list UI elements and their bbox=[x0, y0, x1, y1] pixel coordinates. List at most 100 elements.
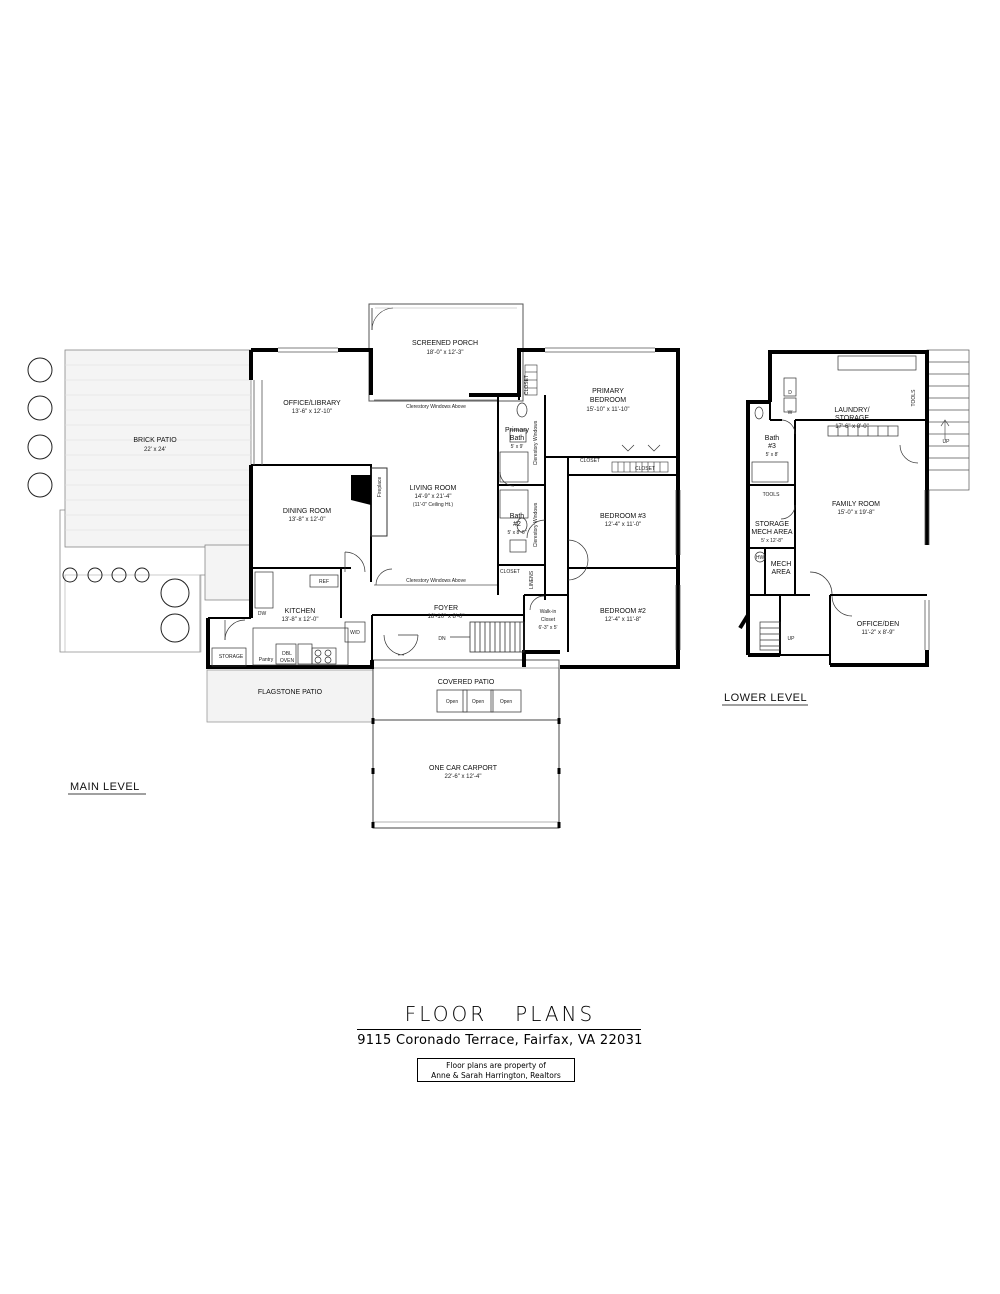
linens-label: LINENS bbox=[529, 570, 535, 589]
primary-bedroom-label-1: PRIMARY bbox=[592, 388, 624, 395]
dbl-oven-label-1: DBL bbox=[282, 651, 292, 657]
brick-patio-label: BRICK PATIO bbox=[133, 437, 177, 444]
living-room-note: (11'-0" Ceiling Ht.) bbox=[413, 502, 453, 508]
bedroom2-dim: 12'-4" x 11'-8" bbox=[605, 617, 641, 623]
foyer-dim: 18'-10" x 8'-0" bbox=[428, 614, 465, 620]
clerestory-bottom-label: Clerestory Windows Above bbox=[406, 578, 466, 584]
tools-side-label: TOOLS bbox=[911, 389, 917, 407]
credit-line-1: Floor plans are property of bbox=[446, 1061, 546, 1070]
closet-d-label: CLOSET bbox=[500, 569, 520, 575]
lower-up-label: UP bbox=[788, 636, 796, 642]
office-library-dim: 13'-6" x 12'-10" bbox=[292, 409, 332, 415]
bath2-label-2: #2 bbox=[513, 521, 521, 528]
floor-plans-title: FLOOR PLANS bbox=[404, 1002, 596, 1026]
hw-label: HW bbox=[756, 555, 765, 561]
lower-doors bbox=[780, 419, 919, 617]
closet-shelving bbox=[524, 364, 669, 473]
open-label-2: Open bbox=[472, 699, 484, 705]
lower-exterior-walls bbox=[738, 350, 929, 667]
mech-area-label-2: AREA bbox=[771, 569, 790, 576]
dining-room-label: DINING ROOM bbox=[283, 508, 331, 515]
living-room-label: LIVING ROOM bbox=[410, 485, 457, 492]
lower-windows bbox=[924, 490, 930, 650]
main-windows bbox=[253, 347, 681, 650]
washer-label: W bbox=[788, 410, 793, 416]
foyer-stairs bbox=[450, 621, 525, 653]
dbl-oven-label-2: OVEN bbox=[280, 658, 295, 664]
clerestory-side-b-label: Clerestory Windows bbox=[533, 502, 539, 547]
flagstone-patio bbox=[206, 669, 374, 723]
brick-patio-dim: 22' x 24' bbox=[144, 447, 166, 453]
dining-room-dim: 13'-8" x 12'-0" bbox=[289, 517, 326, 523]
mech-area-label-1: MECH bbox=[771, 561, 792, 568]
carport-dim: 22'-6" x 12'-4" bbox=[445, 774, 482, 780]
screened-porch-label: SCREENED PORCH bbox=[412, 340, 478, 347]
storage-mech-dim: 5' x 12'-8" bbox=[761, 538, 783, 544]
open-label-3: Open bbox=[500, 699, 512, 705]
walkin-label-1: Walk-in bbox=[540, 609, 557, 615]
flagstone-patio-label: FLAGSTONE PATIO bbox=[258, 689, 323, 696]
shrubs-left bbox=[27, 357, 190, 643]
clerestory-side-a-label: Clerestory Windows bbox=[533, 420, 539, 465]
main-doors bbox=[224, 444, 661, 656]
tools-label: TOOLS bbox=[763, 492, 781, 498]
laundry-label-2: STORAGE bbox=[835, 415, 869, 422]
clerestory-top-label: Clerestory Windows Above bbox=[406, 404, 466, 410]
dn-label: DN bbox=[438, 636, 446, 642]
credit-box: Floor plans are property of Anne & Sarah… bbox=[417, 1058, 575, 1082]
dryer-label: D bbox=[788, 390, 792, 396]
laundry-label-1: LAUNDRY/ bbox=[834, 407, 869, 414]
primary-bedroom-label-2: BEDROOM bbox=[590, 397, 626, 404]
walkin-dim: 6'-3" x 5' bbox=[539, 625, 558, 631]
fireplace bbox=[351, 467, 388, 537]
ref-label: REF bbox=[319, 579, 329, 585]
living-room-dim: 14'-9" x 21'-4" bbox=[415, 494, 452, 500]
family-room-dim: 15'-0" x 19'-8" bbox=[838, 510, 875, 516]
carport-label: ONE CAR CARPORT bbox=[429, 765, 498, 772]
storage-mech-label-1: STORAGE bbox=[755, 521, 789, 528]
walkin-label-2: Closet bbox=[541, 617, 556, 623]
storage-label: STORAGE bbox=[219, 654, 244, 660]
lower-level-plan: LAUNDRY/ STORAGE 17'-6" x 8'-0" D W TOOL… bbox=[722, 349, 970, 706]
foyer-label: FOYER bbox=[434, 605, 458, 612]
storage-mech-label-2: MECH AREA bbox=[751, 529, 793, 536]
screened-porch-dim: 18'-0" x 12'-3" bbox=[427, 350, 464, 356]
bedroom3-label: BEDROOM #3 bbox=[600, 513, 646, 520]
primary-bath-dim: 5' x 9' bbox=[511, 444, 524, 450]
bath2-dim: 5' x 8'-6" bbox=[508, 530, 527, 536]
brick-patio bbox=[59, 349, 252, 653]
kitchen-dim: 13'-8" x 12'-0" bbox=[282, 617, 319, 623]
office-den-dim: 11'-2" x 8'-9" bbox=[861, 630, 894, 636]
property-address: 9115 Coronado Terrace, Fairfax, VA 22031 bbox=[357, 1033, 643, 1048]
closet-b-label: CLOSET bbox=[580, 458, 600, 464]
exterior-up-label: UP bbox=[943, 439, 951, 445]
lower-fixtures bbox=[751, 355, 917, 651]
covered-patio-label: COVERED PATIO bbox=[438, 679, 495, 686]
closet-a-label: CLOSET bbox=[524, 375, 530, 395]
office-den-label: OFFICE/DEN bbox=[857, 621, 899, 628]
title-rule bbox=[357, 1029, 641, 1030]
fireplace-label: Fireplace bbox=[377, 477, 383, 498]
credit-line-2: Anne & Sarah Harrington, Realtors bbox=[431, 1071, 561, 1080]
family-room-label: FAMILY ROOM bbox=[832, 501, 880, 508]
main-level-label: MAIN LEVEL bbox=[70, 781, 140, 793]
primary-bedroom-dim: 15'-10" x 11'-10" bbox=[586, 407, 629, 413]
closet-c-label: CLOSET bbox=[635, 466, 655, 472]
bath-fixtures bbox=[499, 402, 529, 553]
pantry-label: Pantry bbox=[259, 657, 274, 663]
bedroom2-label: BEDROOM #2 bbox=[600, 608, 646, 615]
dw-label: DW bbox=[258, 611, 267, 617]
wd-label: W/D bbox=[350, 630, 360, 636]
kitchen-fixtures bbox=[211, 571, 366, 667]
bath3-label-2: #3 bbox=[768, 443, 776, 450]
bath3-dim: 5' x 8' bbox=[766, 452, 779, 458]
laundry-dim: 17'-6" x 8'-0" bbox=[835, 424, 869, 430]
main-level-plan: BRICK PATIO 22' x 24' SCREENED PORCH 18'… bbox=[27, 303, 681, 829]
lower-level-label: LOWER LEVEL bbox=[724, 692, 807, 704]
kitchen-label: KITCHEN bbox=[285, 608, 316, 615]
bedroom3-dim: 12'-4" x 11'-0" bbox=[605, 522, 641, 528]
bath3-label-1: Bath bbox=[765, 435, 780, 442]
bath2-label-1: Bath bbox=[510, 513, 525, 520]
primary-bath-label-2: Bath bbox=[510, 435, 525, 442]
